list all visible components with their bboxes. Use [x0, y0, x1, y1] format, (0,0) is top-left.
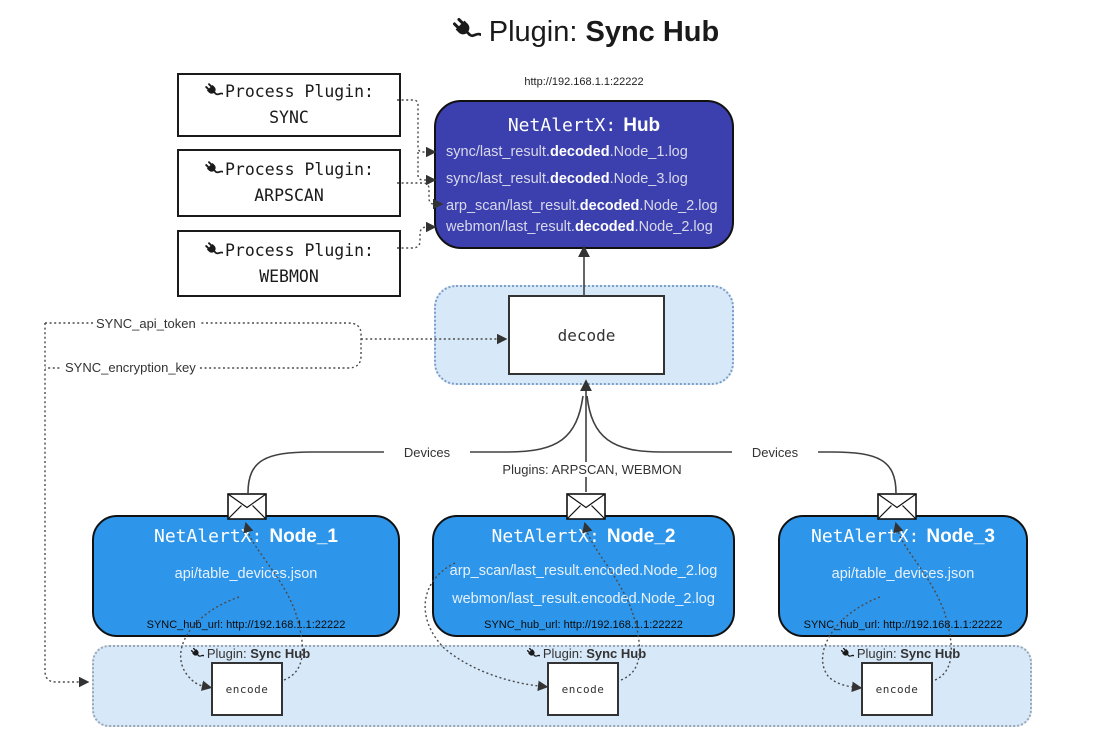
title-name: Sync Hub [585, 16, 720, 48]
encode-box: encode [861, 662, 933, 716]
encode-box: encode [211, 662, 283, 716]
hub-log-entry: sync/last_result.decoded.Node_1.log [446, 144, 688, 160]
node-hub-url: SYNC_hub_url: http://192.168.1.1:22222 [484, 619, 683, 631]
process-plugin-sync: Process Plugin: SYNC [177, 73, 401, 137]
plug-icon [190, 647, 204, 661]
process-plugin-webmon: Process Plugin: WEBMON [177, 230, 401, 297]
process-plugin-name: SYNC [269, 108, 309, 127]
plug-icon [204, 160, 223, 179]
plug-icon [451, 16, 481, 46]
encode-box: encode [547, 662, 619, 716]
hub-title: NetAlertX: Hub [436, 115, 732, 137]
plug-icon [204, 241, 223, 260]
node-title: NetAlertX:Node_3 [810, 526, 995, 547]
hub-url: http://192.168.1.1:22222 [524, 76, 644, 88]
node-2-box: NetAlertX:Node_2 arp_scan/last_result.en… [432, 515, 735, 637]
hub-log-entry: arp_scan/last_result.decoded.Node_2.log [446, 198, 718, 214]
process-plugin-name: WEBMON [259, 266, 319, 286]
encoder-label: Plugin: Sync Hub [162, 646, 338, 661]
process-plugin-label: Process Plugin: [224, 240, 374, 260]
process-plugin-arpscan: Process Plugin: ARPSCAN [177, 149, 401, 217]
hub-box: NetAlertX: Hub sync/last_result.decoded.N… [434, 100, 734, 249]
page-title: Plugin: Sync Hub [285, 16, 885, 49]
node-title: NetAlertX:Node_1 [153, 526, 338, 547]
plug-icon [526, 647, 540, 661]
hub-title-prefix: NetAlertX: [507, 115, 617, 136]
hub-title-name: Hub [623, 115, 661, 136]
process-plugin-label: Process Plugin: [224, 160, 374, 180]
plug-icon [840, 647, 854, 661]
node-hub-url: SYNC_hub_url: http://192.168.1.1:22222 [146, 619, 346, 631]
node-file: api/table_devices.json [831, 566, 975, 582]
plug-icon [204, 82, 223, 101]
title-prefix: Plugin: [488, 16, 578, 48]
decode-box: decode [508, 295, 665, 375]
node-file: arp_scan/last_result.encoded.Node_2.log [449, 563, 718, 579]
hub-log-entry: sync/last_result.decoded.Node_3.log [446, 171, 688, 187]
process-plugin-name: ARPSCAN [254, 186, 324, 205]
encoder-label: Plugin: Sync Hub [812, 646, 988, 661]
process-plugin-label: Process Plugin: [224, 82, 374, 102]
node-hub-url: SYNC_hub_url: http://192.168.1.1:22222 [803, 619, 1003, 631]
node-file: api/table_devices.json [174, 566, 318, 582]
node-file: webmon/last_result.encoded.Node_2.log [452, 591, 715, 607]
node-1-box: NetAlertX:Node_1 api/table_devices.json … [92, 515, 400, 637]
encoder-label: Plugin: Sync Hub [498, 646, 674, 661]
node-title: NetAlertX:Node_2 [491, 526, 676, 547]
hub-log-entry: webmon/last_result.decoded.Node_2.log [446, 219, 713, 235]
node-3-box: NetAlertX:Node_3 api/table_devices.json … [778, 515, 1028, 637]
